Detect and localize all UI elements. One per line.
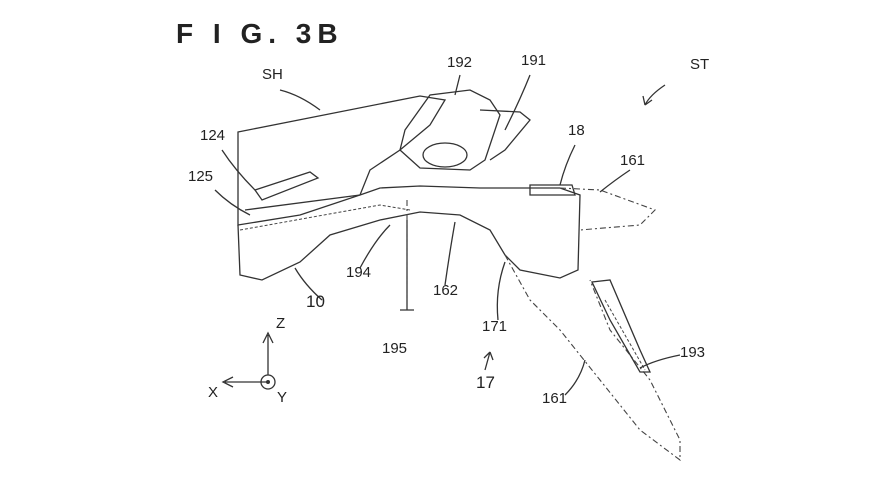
label-191: 191 <box>521 52 547 69</box>
label-st: ST <box>690 56 710 73</box>
label-162: 162 <box>433 282 459 299</box>
axis-indicator <box>221 331 276 390</box>
label-171: 171 <box>482 318 508 335</box>
arrow-17 <box>483 351 494 371</box>
label-195: 195 <box>382 340 408 357</box>
label-161-upper: 161 <box>620 152 646 169</box>
label-17: 17 <box>476 373 495 392</box>
y-axis-circle <box>260 374 276 390</box>
axis-label-x: X <box>208 384 219 401</box>
axis-label-z: Z <box>276 315 286 332</box>
label-193: 193 <box>680 344 706 361</box>
part-193 <box>591 279 652 373</box>
label-sh: SH <box>262 66 283 83</box>
label-124: 124 <box>200 127 226 144</box>
label-161-lower: 161 <box>542 390 568 407</box>
z-axis-arrow <box>262 331 274 375</box>
axis-label-y: Y <box>277 389 288 406</box>
label-125: 125 <box>188 168 214 185</box>
label-194: 194 <box>346 264 372 281</box>
part-192 <box>399 89 501 171</box>
figure-title: F I G. 3B <box>176 18 344 49</box>
stand-161-upper <box>559 187 656 231</box>
label-10: 10 <box>306 292 325 311</box>
part-18 <box>529 184 576 196</box>
label-192: 192 <box>447 54 473 71</box>
arrow-st <box>642 84 666 106</box>
shell-body <box>237 95 447 226</box>
stand-161-lower <box>504 254 681 462</box>
label-18: 18 <box>568 122 585 139</box>
window-125 <box>253 171 320 201</box>
part-191 <box>479 109 531 161</box>
